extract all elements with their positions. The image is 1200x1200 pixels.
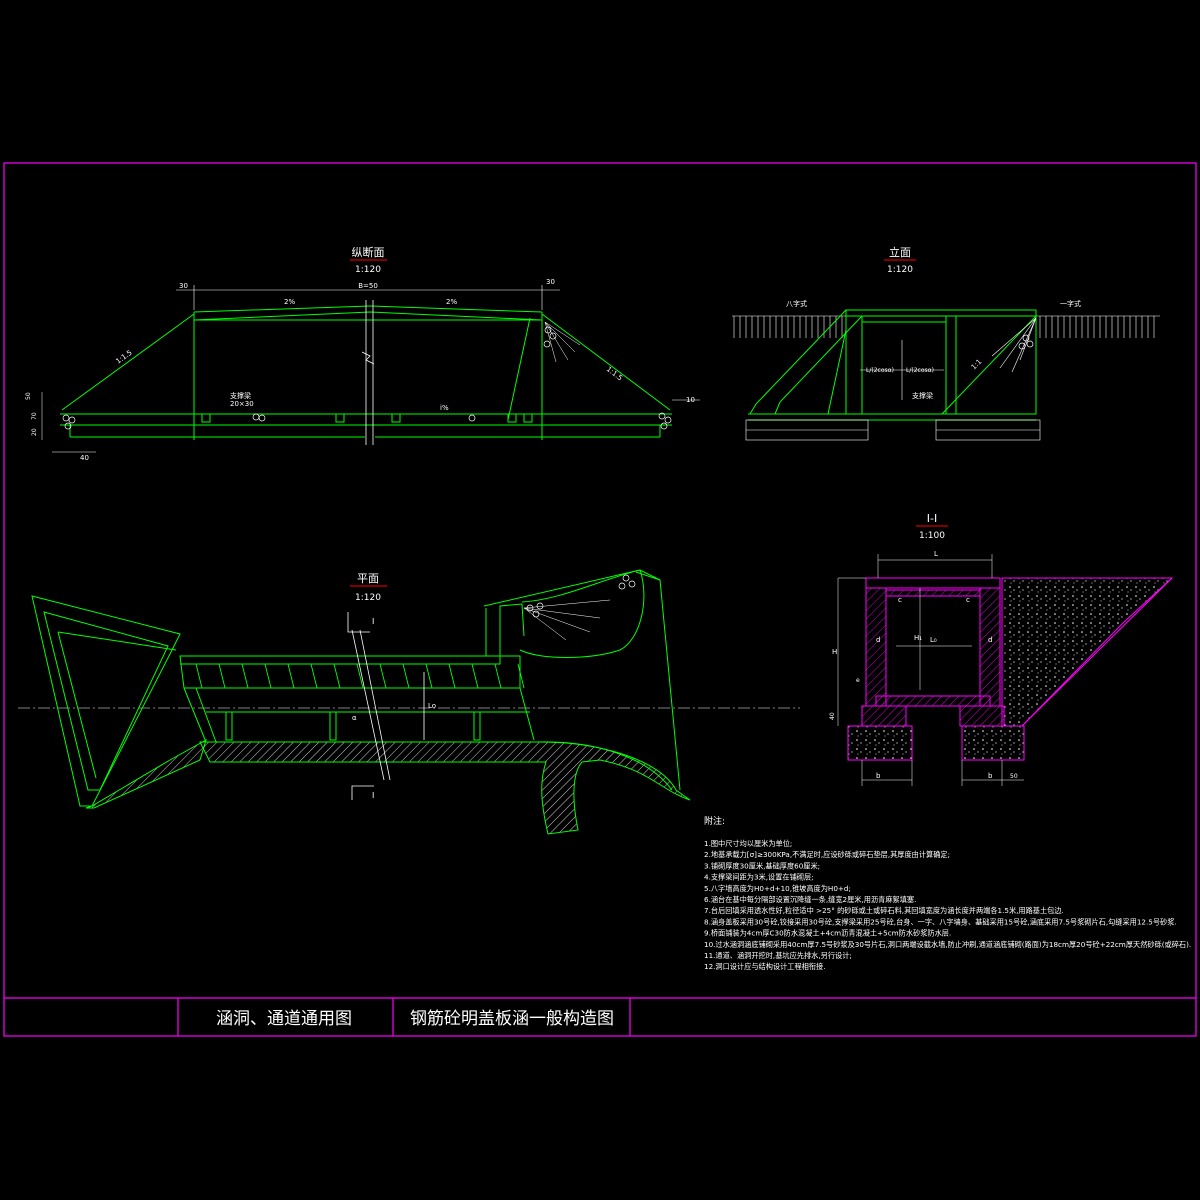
note-item: 6.涵台在基中每分隔部设置沉降缝一条,缝宽2厘米,用沥青麻絮填塞. bbox=[704, 895, 916, 904]
svg-text:30: 30 bbox=[179, 282, 188, 290]
section-scale: 1:100 bbox=[919, 531, 945, 541]
plan-title: 平面 bbox=[357, 572, 379, 585]
svg-text:支撑梁: 支撑梁 bbox=[912, 391, 933, 400]
svg-text:I: I bbox=[372, 617, 374, 626]
longitudinal-scale: 1:120 bbox=[355, 265, 381, 275]
notes-block: 附注: 1.图中尺寸均以厘米为单位; 2.地基承载力[σ]≥300KPa,不满足时… bbox=[704, 815, 1191, 971]
svg-text:一字式: 一字式 bbox=[1060, 299, 1081, 308]
svg-text:L: L bbox=[934, 550, 938, 558]
svg-text:20: 20 bbox=[31, 428, 38, 436]
svg-text:d: d bbox=[988, 636, 992, 644]
svg-text:40: 40 bbox=[829, 712, 836, 720]
svg-text:c: c bbox=[898, 596, 902, 604]
svg-text:B=50: B=50 bbox=[358, 282, 378, 290]
plan-scale: 1:120 bbox=[355, 593, 381, 603]
svg-text:50: 50 bbox=[25, 392, 32, 400]
svg-text:I: I bbox=[372, 791, 374, 800]
note-item: 12.洞口设计应与结构设计工程相衔接. bbox=[704, 962, 826, 971]
plan-view: 平面 1:120 bbox=[18, 569, 800, 835]
section-view: I-I 1:100 bbox=[829, 512, 1174, 786]
svg-text:c: c bbox=[966, 596, 970, 604]
svg-text:b: b bbox=[988, 772, 993, 780]
title-block-drawing: 钢筋砼明盖板涵一般构造图 bbox=[410, 1009, 614, 1029]
svg-text:L₀: L₀ bbox=[930, 636, 937, 644]
longitudinal-section: 纵断面 1:120 bbox=[25, 245, 700, 462]
svg-text:2%: 2% bbox=[446, 298, 457, 306]
note-item: 7.台后回填采用透水性好,粒径适中 >25° 的砂砾或土或碎石料,其回填宽度为涵… bbox=[704, 906, 1064, 915]
notes-list: 1.图中尺寸均以厘米为单位; 2.地基承载力[σ]≥300KPa,不满足时,应设砂… bbox=[704, 839, 1191, 971]
note-item: 1.图中尺寸均以厘米为单位; bbox=[704, 839, 792, 848]
svg-text:2%: 2% bbox=[284, 298, 295, 306]
svg-text:70: 70 bbox=[31, 412, 38, 420]
section-title: I-I bbox=[927, 512, 937, 525]
svg-text:H₁: H₁ bbox=[914, 634, 922, 642]
svg-text:b: b bbox=[876, 772, 881, 780]
note-item: 4.支撑梁间距为3米,设置在铺砌层; bbox=[704, 873, 814, 882]
title-block-project: 涵洞、通道通用图 bbox=[216, 1009, 352, 1029]
svg-text:H: H bbox=[832, 648, 837, 656]
svg-text:八字式: 八字式 bbox=[786, 299, 807, 308]
svg-text:d: d bbox=[876, 636, 880, 644]
svg-text:50: 50 bbox=[1010, 773, 1018, 780]
note-item: 5.八字墙高度为H0+d+10,锥坡高度为H0+d; bbox=[704, 884, 851, 893]
notes-title: 附注: bbox=[704, 815, 725, 827]
elevation-scale: 1:120 bbox=[887, 265, 913, 275]
note-item: 2.地基承载力[σ]≥300KPa,不满足时,应设砂砾或碎石垫层,其厚度由计算确… bbox=[704, 850, 950, 859]
longitudinal-title: 纵断面 bbox=[352, 245, 385, 259]
elevation-title: 立面 bbox=[889, 245, 911, 259]
svg-text:L/(2cosα): L/(2cosα) bbox=[866, 367, 894, 374]
svg-text:20×30: 20×30 bbox=[230, 400, 254, 408]
svg-text:e: e bbox=[856, 677, 860, 684]
svg-text:i%: i% bbox=[440, 404, 449, 412]
svg-text:支撑梁: 支撑梁 bbox=[230, 391, 251, 400]
svg-text:L/(2cosα): L/(2cosα) bbox=[906, 367, 934, 374]
note-item: 9.桥面铺装为4cm厚C30防水混凝土+4cm沥青混凝土+5cm防水砂浆防水层. bbox=[704, 929, 951, 938]
elevation-view: 立面 1:120 bbox=[732, 245, 1160, 441]
note-item: 11.通道、涵洞开挖时,基坑应先排水,另行设计; bbox=[704, 951, 852, 960]
svg-text:Lo: Lo bbox=[428, 702, 436, 710]
note-item: 8.涵身盖板采用30号砼,铰接采用30号砼,支撑梁采用25号砼,台身、一字、八字… bbox=[704, 917, 1177, 926]
svg-text:α: α bbox=[352, 714, 357, 722]
note-item: 10.过水涵洞涵底铺砌采用40cm厚7.5号砂浆及30号片石,洞口两端设截水墙,… bbox=[704, 940, 1191, 949]
svg-text:40: 40 bbox=[80, 454, 89, 462]
svg-text:30: 30 bbox=[546, 278, 555, 286]
sheet-frame bbox=[3, 162, 1197, 1037]
note-item: 3.铺砌厚度30厘米,基础厚度60厘米; bbox=[704, 861, 820, 870]
